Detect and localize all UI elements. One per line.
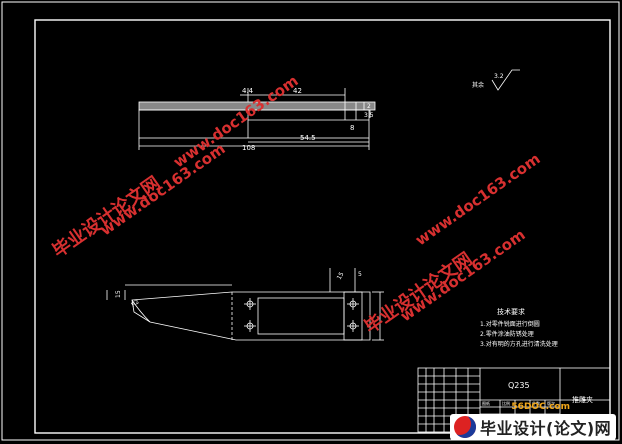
dim-42: 42 bbox=[293, 87, 302, 95]
dim-35: 3.5 bbox=[364, 112, 374, 119]
tech-req-item-1: 1.对零件锐面进行倒圆 bbox=[480, 320, 540, 328]
roughness-symbol bbox=[491, 69, 520, 91]
title-block-cell-4: 版次 bbox=[547, 400, 555, 406]
logo-site: 56DOC.com bbox=[511, 402, 570, 412]
dim-545: 54.5 bbox=[300, 134, 316, 142]
title-block-cell-3: 件数 bbox=[532, 400, 540, 406]
logo-circle-icon bbox=[454, 416, 476, 438]
title-block-material: Q235 bbox=[508, 381, 530, 390]
title-block-part-name: 推雕夹 bbox=[572, 395, 593, 404]
logo-text: 毕业设计(论文)网 bbox=[480, 419, 612, 438]
watermark-url-2: www.doc163.com bbox=[170, 72, 302, 172]
tech-req-title: 技术要求 bbox=[497, 307, 525, 316]
top-view bbox=[138, 88, 376, 150]
dim-r2: R2 bbox=[130, 298, 141, 308]
dim-8: 8 bbox=[350, 124, 354, 132]
inner-border bbox=[34, 19, 611, 434]
front-view-outline bbox=[131, 291, 371, 341]
tech-req-item-3: 3.对有明的方孔进行清洗处理 bbox=[480, 340, 558, 348]
front-view bbox=[106, 268, 384, 341]
dim-108: 108 bbox=[242, 144, 255, 152]
watermark-url-1: www.doc163.com bbox=[97, 140, 229, 240]
dim-15a: 15 bbox=[115, 290, 122, 298]
roughness-label: 其余 bbox=[472, 81, 484, 89]
top-view-body bbox=[138, 109, 370, 139]
tech-req-item-2: 2.零件涂油防锈处理 bbox=[480, 330, 534, 338]
watermark-cn-2: 毕业设计论文网 bbox=[360, 248, 476, 338]
title-block-cell-1: 图纸 bbox=[482, 400, 490, 406]
dim-15b: 15 bbox=[336, 271, 346, 281]
title-block-cell-2: 比例 bbox=[502, 400, 510, 406]
dim-2: 2 bbox=[367, 103, 371, 110]
roughness-value: 3.2 bbox=[494, 73, 504, 80]
site-logo: 毕业设计(论文)网 56DOC.com bbox=[450, 402, 616, 440]
dim-44: 4.4 bbox=[242, 87, 254, 95]
dim-5: 5 bbox=[358, 271, 362, 278]
